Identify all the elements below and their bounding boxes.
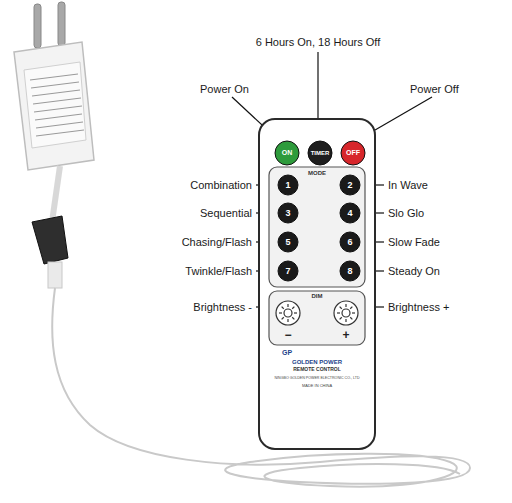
callout-label: Twinkle/Flash: [140, 264, 252, 278]
logo-text: GP: [278, 346, 296, 360]
button-label: 8: [339, 260, 361, 282]
button-label: 2: [339, 174, 361, 196]
remote-button: TIMER: [307, 140, 333, 166]
adapter-print: [30, 74, 84, 136]
callout-label: Brightness -: [140, 300, 252, 314]
callout-label: Sequential: [140, 206, 252, 220]
cable: [52, 166, 60, 222]
remote-button: OFF: [340, 140, 366, 166]
remote-button: 1: [277, 174, 299, 196]
callout-label: In Wave: [388, 178, 488, 192]
plug-prong: [58, 2, 65, 46]
callout-label: Combination: [140, 178, 252, 192]
plug-prong: [34, 4, 41, 48]
callout-label: Slow Fade: [388, 235, 488, 249]
button-label: 1: [277, 174, 299, 196]
remote-button: 5: [277, 231, 299, 253]
remote-body: GOLDEN POWERREMOTE CONTROL NINGBO GOLDEN …: [258, 118, 376, 450]
button-label: ON: [274, 140, 300, 166]
button-panel: MODE12345678: [268, 166, 366, 288]
adapter-body: [14, 42, 94, 170]
callout-label: Brightness +: [388, 300, 488, 314]
button-panel: DIM − +: [268, 290, 366, 346]
remote-button: 3: [277, 202, 299, 224]
button-label: 7: [277, 260, 299, 282]
remote-text: NINGBO GOLDEN POWER ELECTRONIC CO., LTD: [260, 376, 374, 382]
remote-button: 8: [339, 260, 361, 282]
remote-button: 7: [277, 260, 299, 282]
remote-button: ON: [274, 140, 300, 166]
remote-text: DIM: [268, 292, 366, 300]
remote-text: +: [327, 328, 365, 342]
remote-button: 6: [339, 231, 361, 253]
callout-label: Power On: [200, 82, 260, 96]
remote-text: MADE IN CHINA: [258, 383, 376, 389]
remote-text: REMOTE CONTROL: [258, 366, 376, 373]
remote-button: 4: [339, 202, 361, 224]
remote-text: GOLDEN POWER: [258, 358, 376, 366]
callout-label: Power Off: [410, 82, 470, 96]
callout-label: Steady On: [388, 264, 488, 278]
button-label: OFF: [340, 140, 366, 166]
remote-text: −: [269, 328, 307, 342]
button-label: TIMER: [307, 140, 333, 166]
remote-button: 2: [339, 174, 361, 196]
adapter-label: [24, 62, 86, 148]
connector: [32, 216, 68, 264]
button-label: 4: [339, 202, 361, 224]
button-label: 3: [277, 202, 299, 224]
brightness-icon: [276, 301, 300, 325]
connector-plug: [48, 262, 62, 288]
callout-label: Chasing/Flash: [140, 235, 252, 249]
button-label: 6: [339, 231, 361, 253]
callout-label: 6 Hours On, 18 Hours Off: [218, 35, 418, 49]
button-label: 5: [277, 231, 299, 253]
brightness-icon: [334, 301, 358, 325]
callout-label: Slo Glo: [388, 206, 488, 220]
